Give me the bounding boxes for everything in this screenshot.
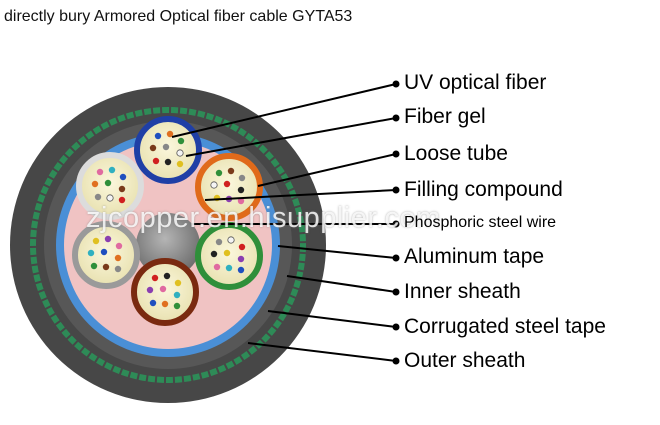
leader-aluminum-tape (277, 245, 397, 259)
leader-inner-sheath (286, 275, 397, 293)
leader-uv-optical-fiber (171, 83, 397, 138)
leader-dot (392, 220, 400, 228)
optical-fiber (210, 181, 218, 189)
optical-fiber (146, 286, 154, 294)
label-loose-tube: Loose tube (404, 142, 508, 165)
optical-fiber (106, 194, 114, 202)
loose-tube-blue (134, 116, 202, 184)
label-fiber-gel: Fiber gel (404, 105, 486, 128)
optical-fiber (237, 186, 245, 194)
optical-fiber (104, 179, 112, 187)
leader-filling-compound (204, 189, 397, 201)
loose-tube-grey (72, 221, 140, 289)
corrugated-steel-tape (30, 107, 306, 383)
leader-dot (392, 80, 400, 88)
leader-outer-sheath (247, 342, 397, 362)
optical-fiber (114, 254, 122, 262)
optical-fiber (173, 302, 181, 310)
optical-fiber (215, 238, 223, 246)
optical-fiber (108, 166, 116, 174)
diagram-title: directly bury Armored Optical fiber cabl… (4, 8, 353, 25)
optical-fiber (166, 130, 174, 138)
label-inner-sheath: Inner sheath (404, 280, 521, 303)
optical-fiber (177, 137, 185, 145)
leader-loose-tube (257, 153, 397, 187)
leader-corrugated-steel-tape (267, 310, 397, 328)
optical-fiber (87, 249, 95, 257)
optical-fiber (118, 185, 126, 193)
optical-fiber (149, 299, 157, 307)
optical-fiber (237, 197, 245, 205)
optical-fiber (213, 263, 221, 271)
label-uv-optical-fiber: UV optical fiber (404, 71, 547, 94)
optical-fiber (176, 149, 184, 157)
loose-tube-brown (131, 258, 199, 326)
loose-tube-white (76, 152, 144, 220)
optical-fiber (238, 243, 246, 251)
leader-dot (392, 323, 400, 331)
optical-fiber (159, 285, 167, 293)
optical-fiber (118, 196, 126, 204)
optical-fiber (225, 264, 233, 272)
optical-fiber (100, 248, 108, 256)
optical-fiber (92, 237, 100, 245)
optical-fiber (104, 235, 112, 243)
optical-fiber (227, 236, 235, 244)
optical-fiber (176, 160, 184, 168)
optical-fiber (215, 169, 223, 177)
optical-fiber (162, 143, 170, 151)
label-corrugated-steel-tape: Corrugated steel tape (404, 315, 606, 338)
optical-fiber (163, 272, 171, 280)
loose-tube-orange (195, 153, 263, 221)
leader-dot (392, 254, 400, 262)
optical-fiber (227, 167, 235, 175)
optical-fiber (149, 144, 157, 152)
leader-dot (392, 114, 400, 122)
optical-fiber (151, 274, 159, 282)
label-filling-compound: Filling compound (404, 178, 563, 201)
optical-fiber (238, 174, 246, 182)
leader-dot (392, 357, 400, 365)
watermark-text: zjcopper.en.hisupplier.com (86, 202, 441, 234)
optical-fiber (114, 265, 122, 273)
label-outer-sheath: Outer sheath (404, 349, 526, 372)
optical-fiber (210, 250, 218, 258)
leader-dot (392, 150, 400, 158)
optical-fiber (96, 168, 104, 176)
optical-fiber (94, 193, 102, 201)
optical-fiber (164, 158, 172, 166)
leader-dot (392, 288, 400, 296)
optical-fiber (237, 266, 245, 274)
optical-fiber (161, 300, 169, 308)
optical-fiber (173, 291, 181, 299)
optical-fiber (223, 180, 231, 188)
optical-fiber (223, 249, 231, 257)
optical-fiber (119, 173, 127, 181)
optical-fiber (174, 279, 182, 287)
optical-fiber (90, 262, 98, 270)
optical-fiber (115, 242, 123, 250)
leader-fiber-gel (185, 117, 397, 157)
optical-fiber (154, 132, 162, 140)
optical-fiber (102, 263, 110, 271)
label-phosphoric-steel-wire: Phosphoric steel wire (404, 214, 557, 231)
leader-dot (392, 186, 400, 194)
optical-fiber (91, 180, 99, 188)
optical-fiber (152, 157, 160, 165)
label-aluminum-tape: Aluminum tape (404, 245, 545, 268)
optical-fiber (237, 255, 245, 263)
